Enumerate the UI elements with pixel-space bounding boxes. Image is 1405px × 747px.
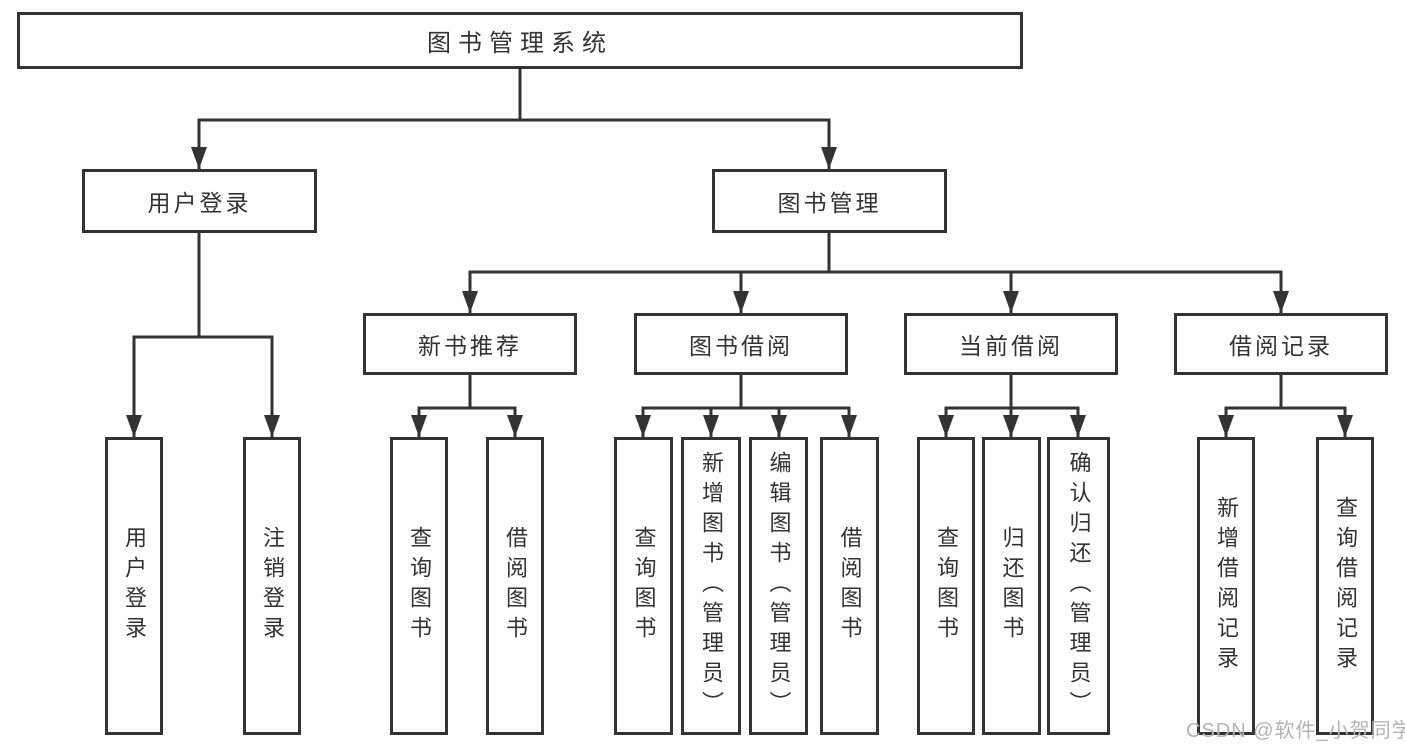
node-label: 新增借阅记录 xyxy=(1214,496,1239,676)
node-leaf-query-books-1: 查询图书 xyxy=(390,437,448,735)
node-leaf-add-borrow-record: 新增借阅记录 xyxy=(1197,437,1255,735)
node-label: 查询图书 xyxy=(407,526,432,646)
node-label: 查询图书 xyxy=(934,526,959,646)
node-label: 借阅记录 xyxy=(1229,333,1333,359)
node-label: 确认归还（管理员） xyxy=(1066,451,1092,721)
node-label: 查询图书 xyxy=(631,526,657,646)
node-user-login-branch: 用户登录 xyxy=(82,169,317,233)
node-label: 用户登录 xyxy=(122,526,147,646)
node-label: 查询借阅记录 xyxy=(1333,496,1358,676)
node-new-book-recommend: 新书推荐 xyxy=(363,313,577,375)
node-label: 注销登录 xyxy=(260,526,285,646)
node-leaf-query-books-3: 查询图书 xyxy=(917,437,975,735)
node-label: 借阅图书 xyxy=(837,526,863,646)
node-leaf-add-book-admin: 新增图书（管理员） xyxy=(681,437,741,735)
node-label: 新书推荐 xyxy=(418,333,522,359)
node-label: 新增图书（管理员） xyxy=(699,451,724,721)
node-root-label: 图书管理系统 xyxy=(427,30,613,57)
node-root: 图书管理系统 xyxy=(17,12,1023,69)
node-leaf-edit-book-admin: 编辑图书（管理员） xyxy=(749,437,808,735)
node-leaf-user-login: 用户登录 xyxy=(105,437,163,735)
node-leaf-return-book: 归还图书 xyxy=(982,437,1041,735)
csdn-watermark: CSDN @软件_小贺同学 xyxy=(1186,720,1405,742)
node-label: 借阅图书 xyxy=(503,526,528,646)
node-leaf-borrow-books-1: 借阅图书 xyxy=(486,437,544,735)
node-current-borrow: 当前借阅 xyxy=(904,313,1118,375)
node-leaf-confirm-return-admin: 确认归还（管理员） xyxy=(1047,437,1110,735)
node-label: 当前借阅 xyxy=(959,333,1063,359)
node-leaf-query-borrow-record: 查询借阅记录 xyxy=(1316,437,1374,735)
node-label: 编辑图书（管理员） xyxy=(766,451,792,721)
node-borrow-records: 借阅记录 xyxy=(1174,313,1388,375)
node-label: 用户登录 xyxy=(147,190,252,216)
node-book-borrow: 图书借阅 xyxy=(634,313,848,375)
node-label: 图书管理 xyxy=(777,190,882,216)
node-leaf-borrow-books-2: 借阅图书 xyxy=(820,437,879,735)
node-label: 归还图书 xyxy=(999,526,1025,646)
node-leaf-query-books-2: 查询图书 xyxy=(614,437,673,735)
node-book-mgmt-branch: 图书管理 xyxy=(712,169,947,233)
node-leaf-logout: 注销登录 xyxy=(243,437,301,735)
node-label: 图书借阅 xyxy=(689,333,793,359)
